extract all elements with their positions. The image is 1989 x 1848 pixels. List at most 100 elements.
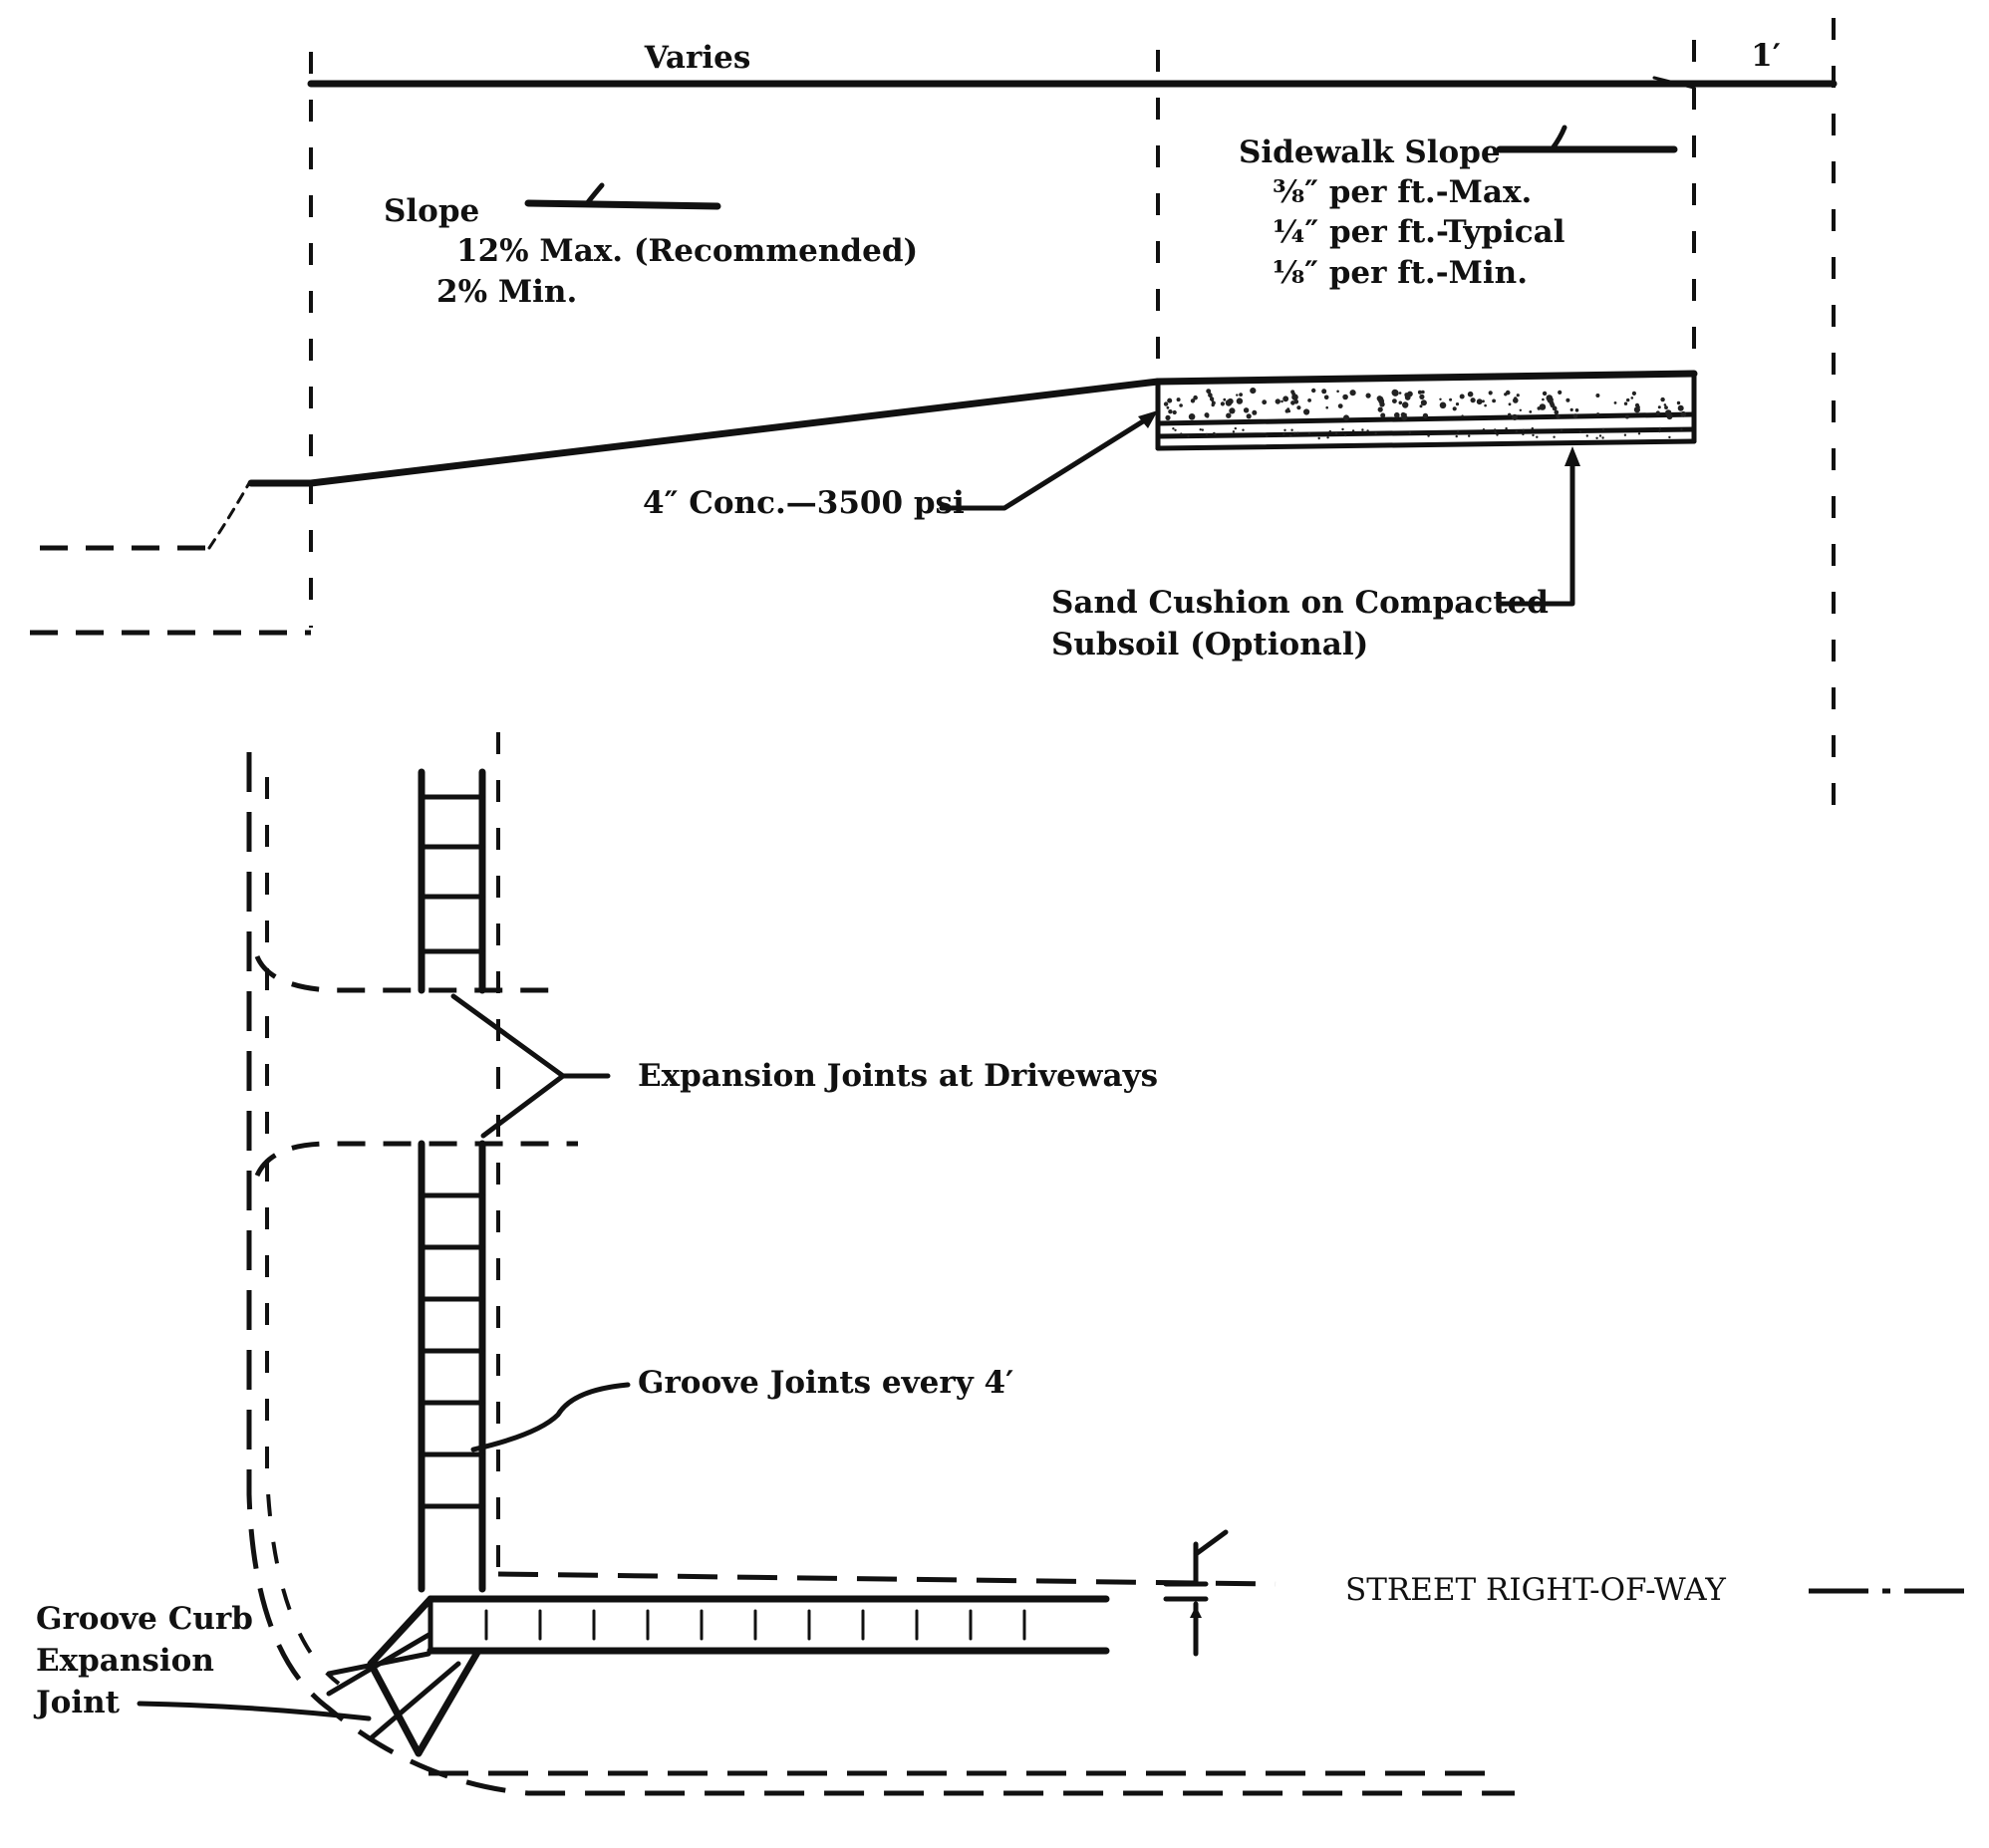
aggregate-dot <box>1680 410 1687 417</box>
aggregate-dot <box>1246 413 1252 419</box>
aggregate-dot <box>1325 405 1328 409</box>
driveway-slope-line <box>247 378 1162 487</box>
sand-dot <box>1585 434 1589 437</box>
aggregate-dot <box>1565 397 1570 402</box>
groove-curb-label-2: Expansion <box>36 1643 214 1679</box>
concrete-aggregate-texture <box>1163 388 1687 440</box>
aggregate-dot <box>1190 398 1196 403</box>
aggregate-dot <box>1539 403 1547 410</box>
sand-dot <box>1242 428 1245 431</box>
sand-dot <box>1531 426 1535 430</box>
aggregate-dot <box>1419 404 1423 408</box>
aggregate-dot <box>1623 401 1628 405</box>
sand-dot <box>1366 429 1369 432</box>
aggregate-dot <box>1655 410 1660 415</box>
sand-dot <box>1326 436 1329 439</box>
aggregate-dot <box>1665 409 1672 416</box>
aggregate-dot <box>1377 406 1383 412</box>
aggregate-dot <box>1337 403 1343 408</box>
groove-joints-horizontal <box>484 1609 1026 1641</box>
aggregate-dot <box>1229 407 1236 414</box>
aggregate-dot <box>1284 408 1289 413</box>
aggregate-dot <box>1280 399 1283 403</box>
aggregate-dot <box>1226 412 1232 418</box>
sand-dot <box>1361 428 1364 431</box>
aggregate-dot <box>1311 388 1316 394</box>
sand-dot <box>1595 436 1598 439</box>
sand-dot <box>1307 431 1311 435</box>
sand-dot <box>1289 434 1292 437</box>
aggregate-dot <box>1626 397 1630 402</box>
sand-dot <box>1374 431 1377 435</box>
sand-dot <box>1199 428 1202 431</box>
groove-curb-label-3: Joint <box>33 1685 121 1720</box>
aggregate-dot <box>1664 405 1668 409</box>
aggregate-dot <box>1307 398 1311 402</box>
aggregate-dot <box>1176 397 1181 402</box>
sand-dot <box>1334 431 1338 435</box>
sand-dot <box>1296 431 1299 434</box>
aggregate-dot <box>1275 398 1281 404</box>
aggregate-dot <box>1470 397 1476 403</box>
aggregate-dot <box>1252 409 1258 415</box>
aggregate-dot <box>1439 397 1442 400</box>
groove-joints-leader <box>470 1382 631 1452</box>
aggregate-dot <box>1303 408 1310 415</box>
sand-dot <box>1234 426 1238 430</box>
aggregate-dot <box>1168 409 1173 414</box>
aggregate-dot <box>1401 414 1408 421</box>
aggregate-dot <box>1378 397 1385 404</box>
aggregate-dot <box>1660 396 1665 402</box>
dim-one-foot-label: 1′ <box>1751 38 1781 74</box>
sand-dot <box>1351 429 1355 432</box>
slope-min-text: 2% Min. <box>436 274 577 310</box>
sand-dot <box>1623 433 1627 436</box>
grade-transition <box>207 481 251 550</box>
aggregate-dot <box>1223 397 1227 401</box>
sand-dot <box>1522 432 1525 436</box>
sand-dot <box>1515 429 1519 433</box>
sand-cushion-leader-line <box>1497 457 1575 607</box>
aggregate-dot <box>1529 410 1533 413</box>
sand-dot <box>1344 433 1347 437</box>
aggregate-dot <box>1291 394 1298 401</box>
aggregate-dot <box>1421 390 1425 395</box>
aggregate-dot <box>1402 401 1409 408</box>
aggregate-dot <box>1211 402 1215 407</box>
aggregate-dot <box>1482 399 1485 403</box>
row-offset-dimension <box>1163 1529 1229 1657</box>
expansion-leader-bottom <box>480 1073 566 1139</box>
sand-dot <box>1658 429 1661 433</box>
sand-dot <box>1598 434 1602 437</box>
aggregate-dot <box>1624 414 1629 419</box>
groove-joints-label: Groove Joints every 4′ <box>638 1365 1013 1401</box>
aggregate-dot <box>1630 396 1634 399</box>
aggregate-dot <box>1227 397 1234 404</box>
aggregate-dot <box>1179 403 1183 407</box>
aggregate-dot <box>1391 389 1399 396</box>
aggregate-dot <box>1492 398 1496 403</box>
sand-dot <box>1496 433 1499 436</box>
sand-dot <box>1293 431 1296 434</box>
curb-line-inner <box>265 777 341 1686</box>
aggregate-dot <box>1422 412 1429 419</box>
expansion-leader-top <box>450 993 611 1079</box>
aggregate-dot <box>1556 413 1561 419</box>
sand-dot <box>1201 428 1205 431</box>
aggregate-dot <box>1449 397 1453 401</box>
sand-dot <box>1328 429 1332 433</box>
aggregate-dot <box>1343 414 1349 421</box>
groove-curb-label-1: Groove Curb <box>36 1601 253 1637</box>
aggregate-dot <box>1167 397 1173 403</box>
aggregate-dot <box>1631 391 1636 396</box>
plan-view: Expansion Joints at Driveways Groove Joi… <box>33 732 1968 1796</box>
aggregate-dot <box>1663 403 1667 406</box>
aggregate-dot <box>1398 400 1403 405</box>
sand-dot <box>1494 430 1497 434</box>
sand-dot <box>1172 427 1175 430</box>
aggregate-dot <box>1519 408 1523 411</box>
aggregate-dot <box>1336 390 1339 394</box>
aggregate-dot <box>1508 412 1512 416</box>
aggregate-dot <box>1508 402 1512 406</box>
